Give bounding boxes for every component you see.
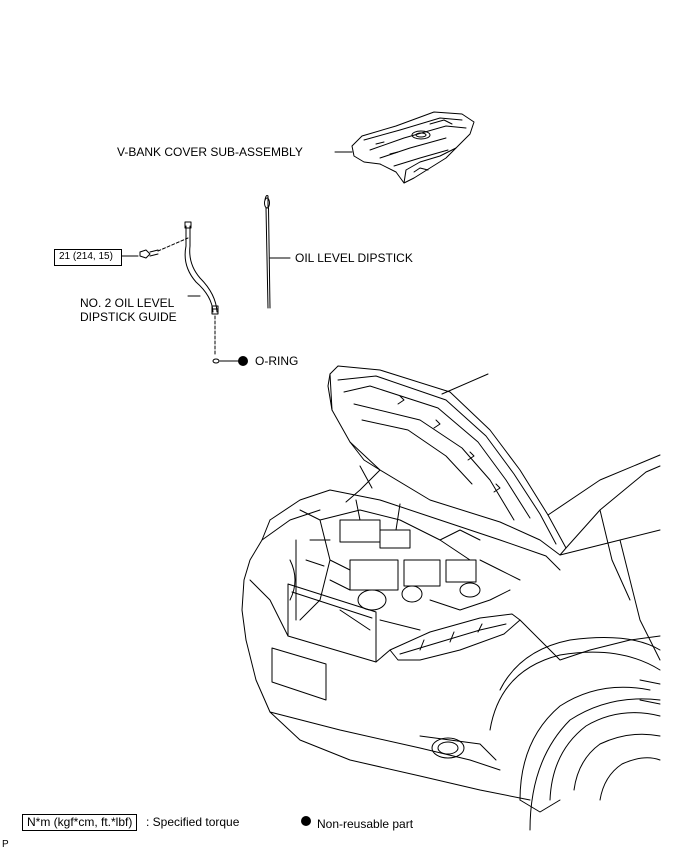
bolt-drawing <box>139 249 159 259</box>
dipstick-guide-label-line2: DIPSTICK GUIDE <box>80 310 177 324</box>
legend-torque-desc: : Specified torque <box>146 815 240 829</box>
vehicle-drawing <box>241 365 661 831</box>
oil-level-dipstick-label: OIL LEVEL DIPSTICK <box>295 251 413 265</box>
v-bank-cover-drawing <box>351 111 475 184</box>
legend-torque-unit-box: N*m (kgf*cm, ft.*lbf) <box>22 814 138 831</box>
torque-value-box: 21 (214, 15) <box>54 249 122 266</box>
o-ring-label: O-RING <box>255 354 299 368</box>
o-ring-drawing <box>212 358 220 364</box>
bolt-dashed-line <box>157 237 189 252</box>
v-bank-cover-label: V-BANK COVER SUB-ASSEMBLY <box>117 145 303 159</box>
dipstick-guide-drawing <box>184 221 219 315</box>
dipstick-guide-label-line1: NO. 2 OIL LEVEL <box>80 296 175 310</box>
o-ring-nonreusable-dot <box>238 356 248 366</box>
oil-level-dipstick-drawing <box>264 195 271 309</box>
legend-nonreusable-dot <box>301 816 311 826</box>
corner-mark: P <box>2 839 9 850</box>
legend-nonreusable-label: Non-reusable part <box>317 817 414 831</box>
